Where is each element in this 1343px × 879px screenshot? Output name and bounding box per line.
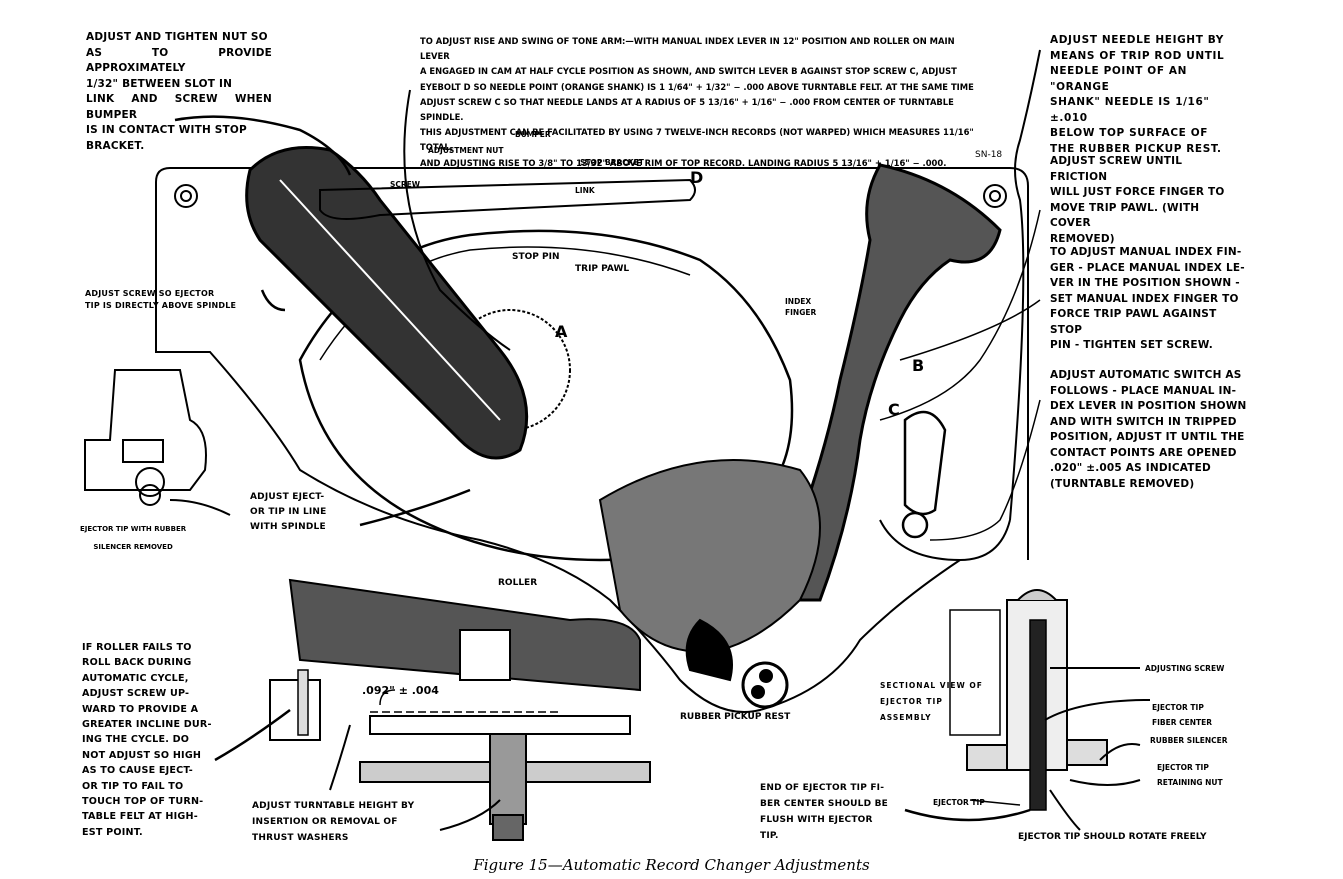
label-fiber-center: EJECTOR TIP FIBER CENTER — [1152, 703, 1213, 727]
switch-lever — [767, 163, 1002, 602]
cam-gear — [449, 309, 571, 431]
note-roller: IF ROLLER FAILS TO ROLL BACK DURING AUTO… — [82, 642, 212, 838]
turntable — [298, 229, 794, 562]
reference-letter-c: C — [888, 400, 900, 419]
pickup-head — [598, 459, 821, 653]
label-ejector-tip: EJECTOR TIP — [933, 798, 985, 807]
link-bar — [319, 178, 696, 220]
ejector-tip-inset — [84, 369, 207, 491]
label-index-finger: INDEX FINGER — [785, 297, 817, 317]
label-model: SN-18 — [975, 150, 1003, 160]
note-nut-slot: ADJUST AND TIGHTEN NUT SO AS TO PROVIDE … — [86, 31, 272, 152]
label-adjusting-screw: ADJUSTING SCREW — [1145, 664, 1225, 673]
note-rotate-freely: EJECTOR TIP SHOULD ROTATE FREELY — [1018, 832, 1207, 842]
note-turntable-height: ADJUST TURNTABLE HEIGHT BY INSERTION OR … — [252, 801, 415, 843]
note-ejector-caption: EJECTOR TIP WITH RUBBER SILENCER REMOVED — [80, 525, 187, 551]
base-plate — [155, 167, 1029, 713]
note-fiber-center: END OF EJECTOR TIP FI- BER CENTER SHOULD… — [760, 783, 889, 841]
note-needle-height: ADJUST NEEDLE HEIGHT BY MEANS OF TRIP RO… — [1050, 34, 1225, 155]
mounting-hole — [174, 184, 198, 208]
label-screw: SCREW — [390, 180, 421, 189]
note-ejector-above: ADJUST SCREW SO EJECTOR TIP IS DIRECTLY … — [85, 289, 237, 310]
note-friction: ADJUST SCREW UNTIL FRICTION WILL JUST FO… — [1050, 155, 1225, 245]
figure-caption: Figure 15—Automatic Record Changer Adjus… — [473, 856, 870, 874]
rubber-pickup-rest-shape — [741, 661, 789, 709]
label-bumper: BUMPER — [515, 130, 551, 139]
label-trip-pawl: TRIP PAWL — [575, 264, 630, 274]
reference-letter-b: B — [912, 356, 925, 375]
label-roller: ROLLER — [498, 578, 538, 588]
note-index-finger: TO ADJUST MANUAL INDEX FIN- GER - PLACE … — [1050, 246, 1245, 351]
label-link: LINK — [575, 186, 595, 195]
reference-letter-d: D — [690, 168, 704, 187]
label-rubber-silencer: RUBBER SILENCER — [1150, 736, 1228, 745]
reference-letter-a: A — [555, 322, 568, 341]
note-tone-arm: TO ADJUST RISE AND SWING OF TONE ARM:—WI… — [420, 36, 974, 168]
note-sectional-view: SECTIONAL VIEW OF EJECTOR TIP ASSEMBLY — [880, 681, 983, 722]
label-rubber-pickup-rest: RUBBER PICKUP REST — [680, 712, 791, 722]
label-retaining-nut: EJECTOR TIP RETAINING NUT — [1157, 763, 1223, 787]
note-ejector-inline: ADJUST EJECT- OR TIP IN LINE WITH SPINDL… — [250, 492, 327, 532]
note-auto-switch: ADJUST AUTOMATIC SWITCH AS FOLLOWS - PLA… — [1050, 369, 1247, 490]
label-adjustment-nut: ADJUSTMENT NUT — [428, 146, 504, 155]
label-clearance: .092" ± .004 — [362, 684, 439, 697]
label-stop-bracket: STOP BRACKET — [580, 158, 644, 167]
label-stop-pin: STOP PIN — [512, 252, 560, 262]
tone-arm — [245, 146, 529, 460]
mounting-hole — [983, 184, 1007, 208]
switch-contact — [903, 410, 947, 516]
